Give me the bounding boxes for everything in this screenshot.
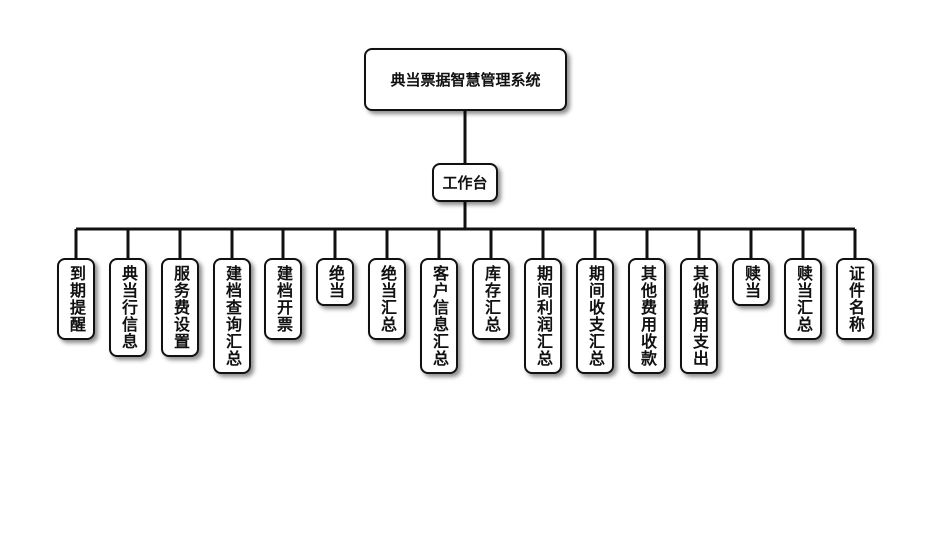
- module-label: 证件名称: [846, 265, 865, 333]
- module-node: 服务费设置: [161, 258, 199, 357]
- module-label: 期间利润汇总: [534, 265, 553, 367]
- module-node: 建档开票: [264, 258, 302, 340]
- module-label: 赎当: [742, 265, 761, 299]
- module-node: 到期提醒: [57, 258, 95, 340]
- module-node: 赎当汇总: [784, 258, 822, 340]
- module-label: 绝当汇总: [378, 265, 397, 333]
- module-label: 其他费用收款: [638, 265, 657, 367]
- workbench-node: 工作台: [432, 163, 498, 202]
- root-label: 典当票据智慧管理系统: [390, 71, 541, 89]
- root-node: 典当票据智慧管理系统: [364, 48, 567, 111]
- workbench-label: 工作台: [442, 174, 488, 192]
- module-node: 其他费用支出: [680, 258, 718, 374]
- module-node: 绝当: [316, 258, 354, 306]
- module-label: 到期提醒: [67, 265, 86, 333]
- module-label: 其他费用支出: [690, 265, 709, 367]
- module-label: 建档开票: [274, 265, 293, 333]
- module-node: 证件名称: [836, 258, 874, 340]
- module-node: 赎当: [732, 258, 770, 306]
- module-label: 库存汇总: [482, 265, 501, 333]
- module-node: 客户信息汇总: [420, 258, 458, 374]
- module-node: 其他费用收款: [628, 258, 666, 374]
- module-node: 期间利润汇总: [524, 258, 562, 374]
- module-label: 典当行信息: [119, 265, 138, 350]
- module-node: 典当行信息: [109, 258, 147, 357]
- module-label: 服务费设置: [171, 265, 190, 350]
- module-node: 建档查询汇总: [213, 258, 251, 374]
- module-node: 库存汇总: [472, 258, 510, 340]
- module-label: 赎当汇总: [794, 265, 813, 333]
- module-node: 期间收支汇总: [576, 258, 614, 374]
- module-label: 绝当: [326, 265, 345, 299]
- module-label: 期间收支汇总: [586, 265, 605, 367]
- module-label: 客户信息汇总: [430, 265, 449, 367]
- module-node: 绝当汇总: [368, 258, 406, 340]
- module-label: 建档查询汇总: [223, 265, 242, 367]
